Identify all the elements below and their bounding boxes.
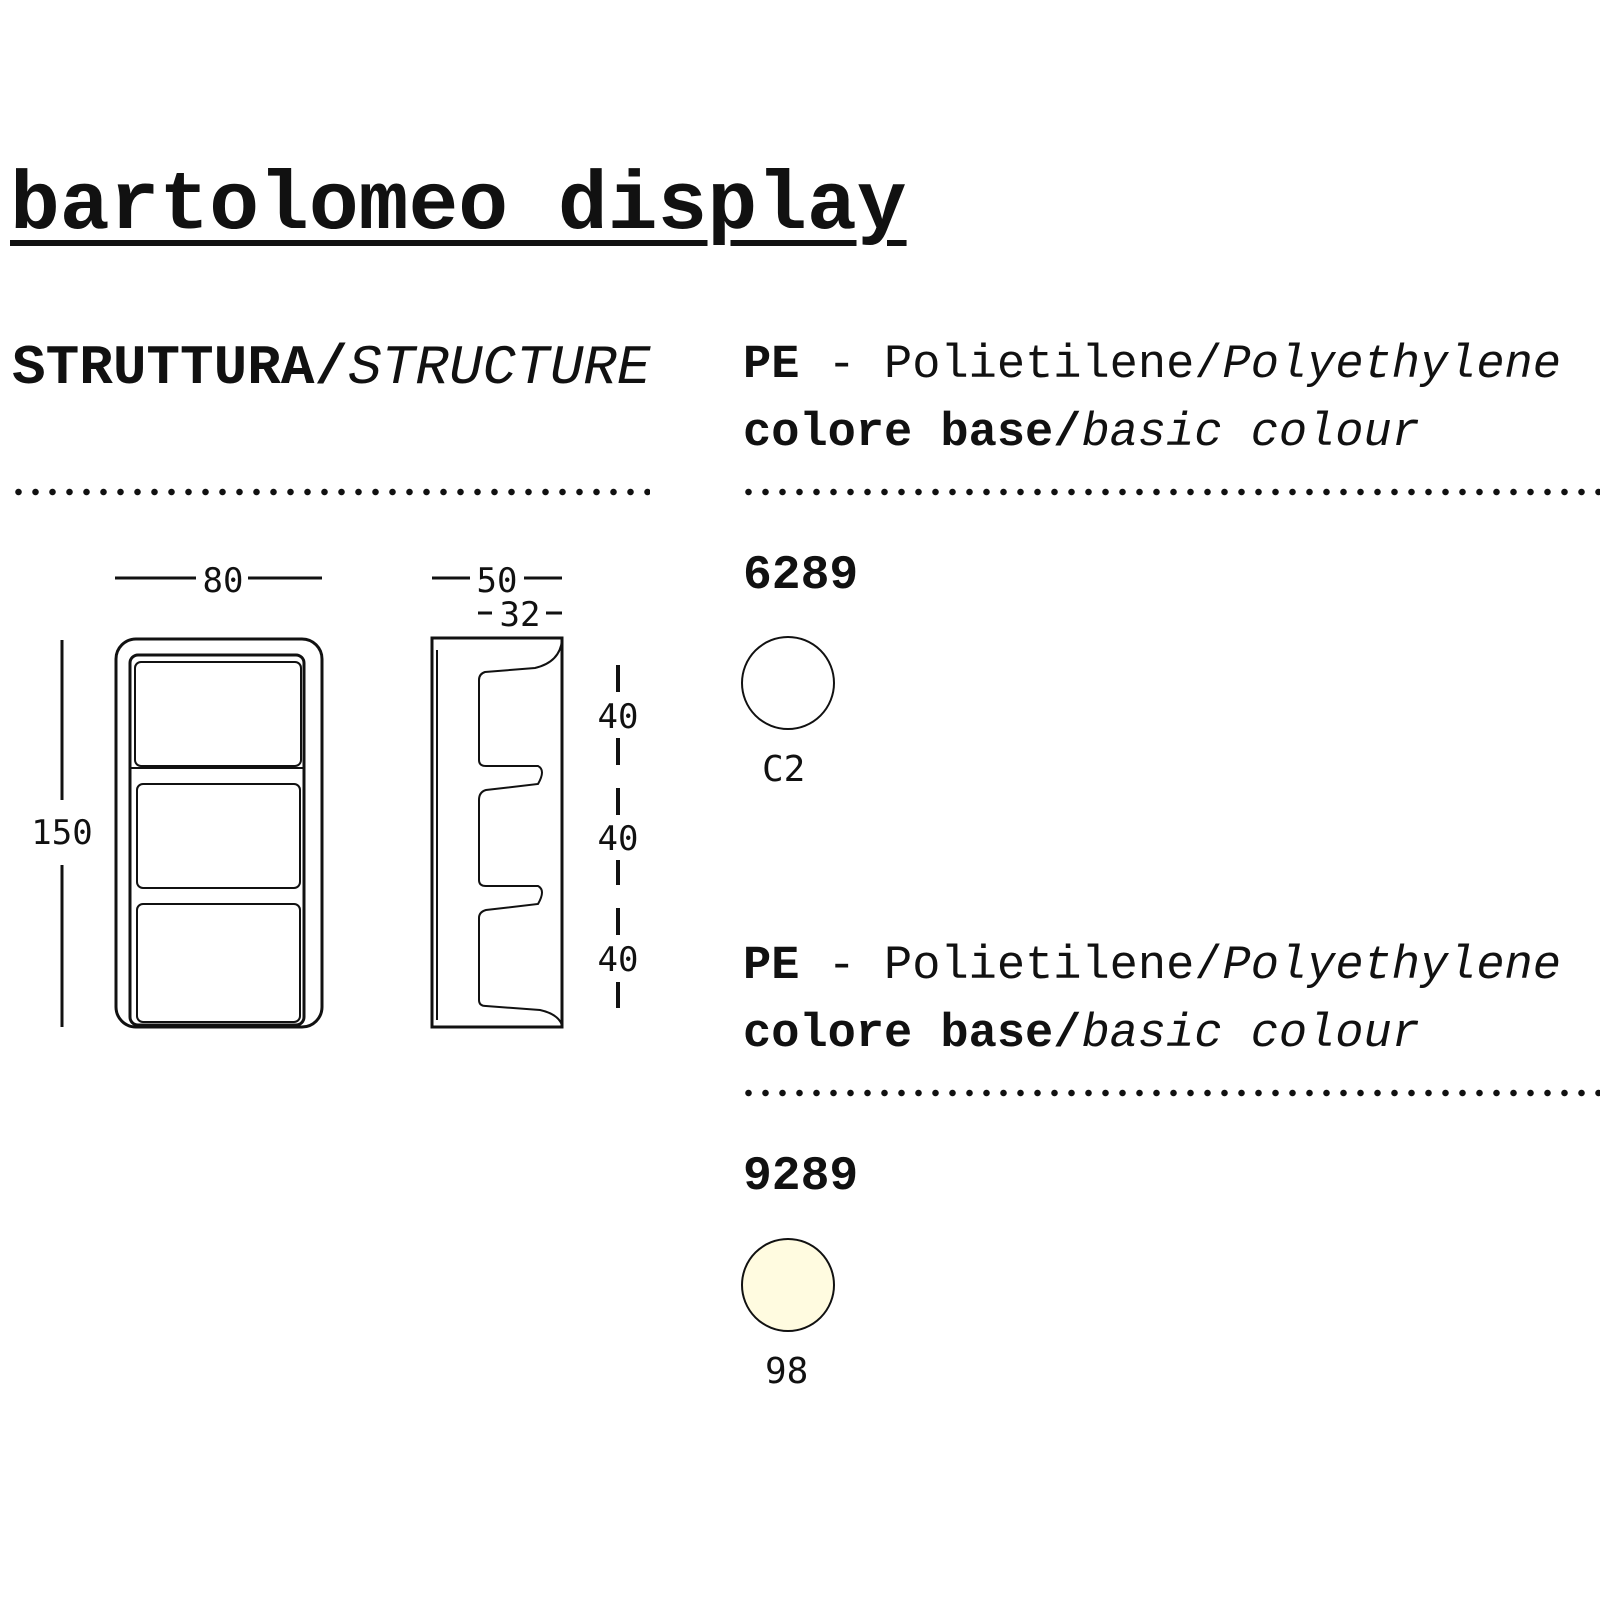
- material-line: PE - Polietilene/Polyethylene: [743, 342, 1561, 389]
- divider: [10, 488, 650, 496]
- material-name-en: Polyethylene: [1222, 339, 1561, 392]
- colour-swatch[interactable]: [741, 1238, 835, 1332]
- swatch-label: C2: [762, 749, 806, 790]
- shelf-height-dimension: 40: [598, 697, 639, 737]
- material-name-en: Polyethylene: [1222, 940, 1561, 993]
- article-code: 9289: [743, 1150, 859, 1204]
- swatch-label: 98: [765, 1351, 809, 1392]
- material-code: PE: [743, 940, 800, 993]
- colour-swatch[interactable]: [741, 636, 835, 730]
- dimension-lines: [60, 576, 620, 1027]
- dash: -: [799, 940, 885, 993]
- width-dimension: 80: [203, 561, 244, 601]
- colour-line: colore base/basic colour: [743, 1011, 1420, 1058]
- shelf-height-dimension: 40: [598, 819, 639, 859]
- colour-label-en: basic colour: [1081, 407, 1420, 460]
- technical-drawing: 80 50 32 150 40 40 40: [31, 561, 639, 1029]
- colour-label-it: colore base/: [743, 1008, 1082, 1061]
- shelf-height-dimension: 40: [598, 940, 639, 980]
- colour-label-it: colore base/: [743, 407, 1082, 460]
- page-title: bartolomeo display: [10, 159, 907, 253]
- colour-label-en: basic colour: [1081, 1008, 1420, 1061]
- material-name-it: Polietilene/: [884, 940, 1223, 993]
- depth-dimension: 50: [477, 561, 518, 601]
- height-dimension: 150: [31, 813, 92, 853]
- inner-depth-dimension: 32: [500, 595, 541, 635]
- structure-label-en: STRUCTURE: [348, 336, 651, 400]
- dash: -: [799, 339, 885, 392]
- side-view: [430, 636, 564, 1029]
- material-line: PE - Polietilene/Polyethylene: [743, 943, 1561, 990]
- divider: [740, 1089, 1600, 1097]
- divider: [740, 488, 1600, 496]
- material-code: PE: [743, 339, 800, 392]
- article-code: 6289: [743, 549, 859, 603]
- structure-heading: STRUTTURA/STRUCTURE: [12, 340, 651, 396]
- colour-line: colore base/basic colour: [743, 410, 1420, 457]
- front-view: [114, 637, 324, 1029]
- material-name-it: Polietilene/: [884, 339, 1223, 392]
- structure-label-it: STRUTTURA/: [12, 336, 349, 400]
